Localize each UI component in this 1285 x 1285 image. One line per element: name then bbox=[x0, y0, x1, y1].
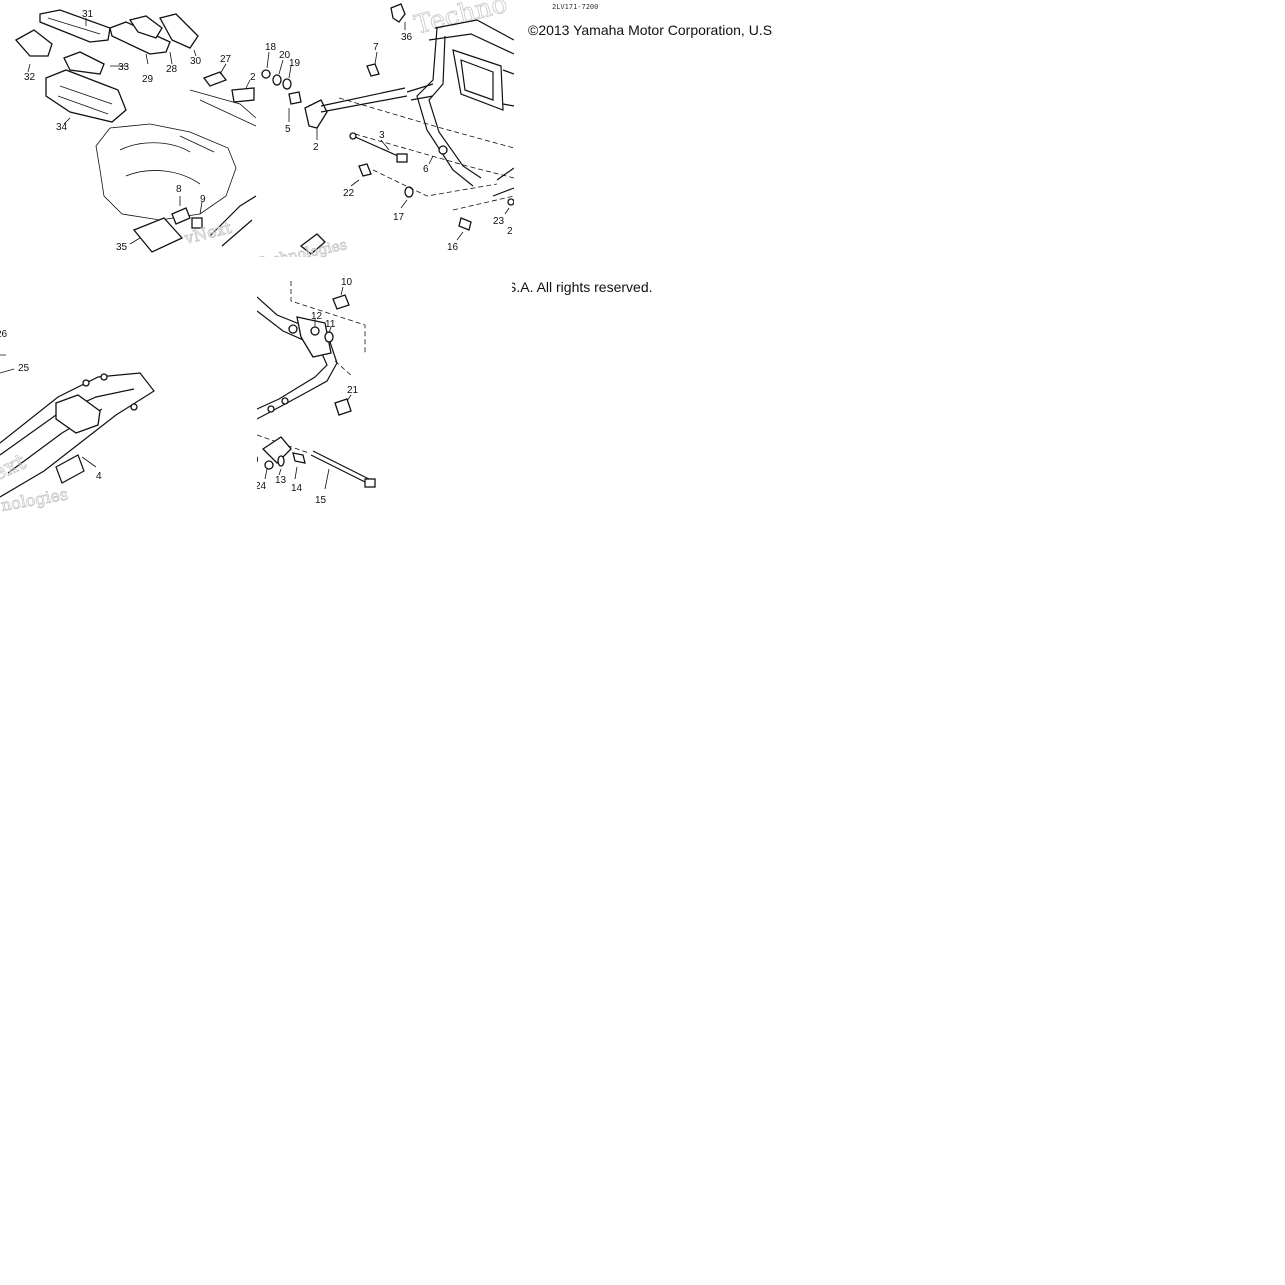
part-5-bolt bbox=[288, 91, 302, 105]
part-3-collar bbox=[396, 153, 408, 163]
callout-25: 25 bbox=[18, 363, 30, 374]
callout-30: 30 bbox=[190, 56, 202, 67]
main-frame bbox=[416, 19, 514, 187]
callout-35: 35 bbox=[116, 242, 128, 253]
part-13-washer bbox=[277, 455, 285, 467]
exploded-view-lower-middle: 10 12 11 21 9 24 13 14 15 bbox=[257, 277, 376, 506]
callout-24: 24 bbox=[257, 481, 267, 492]
callout-18: 18 bbox=[265, 42, 277, 53]
diagram-tile-lower-middle: 10 12 11 21 9 24 13 14 15 bbox=[257, 257, 514, 514]
callout-15: 15 bbox=[315, 495, 327, 506]
part-9-nut bbox=[191, 217, 203, 229]
watermark-vnext: vNext bbox=[181, 218, 234, 248]
part-21-bolt bbox=[334, 398, 352, 416]
callout-6: 6 bbox=[423, 164, 429, 175]
callout-12: 12 bbox=[311, 311, 323, 322]
rear-frame-crossmember bbox=[55, 394, 101, 434]
watermark-technologies: Technologies bbox=[257, 237, 348, 257]
part-15-head bbox=[364, 478, 376, 488]
callout-19: 19 bbox=[289, 58, 301, 69]
callout-2c: 2 bbox=[507, 226, 513, 237]
part-7-bolt bbox=[366, 63, 380, 77]
part-32-bracket bbox=[14, 29, 53, 57]
part-23-nut bbox=[507, 198, 514, 206]
diagram-tile-upper-middle: Techno Tech bbox=[257, 0, 514, 257]
callout-34: 34 bbox=[56, 122, 68, 133]
part-28-bracket bbox=[128, 15, 163, 39]
part-8-bolt bbox=[171, 207, 191, 225]
footrest-plate bbox=[261, 436, 292, 464]
callout-2b: 2 bbox=[313, 142, 319, 153]
callout-33: 33 bbox=[118, 62, 130, 73]
part-20-washer bbox=[272, 74, 282, 86]
part-12-nut bbox=[310, 326, 320, 336]
part-24-nut bbox=[264, 460, 274, 470]
callout-14: 14 bbox=[291, 483, 303, 494]
diagram-tile-lower-left: 26 25 4 ext nologies bbox=[0, 257, 257, 514]
part-29-plate bbox=[109, 21, 171, 55]
rear-frame bbox=[0, 372, 155, 498]
callout-23: 23 bbox=[493, 216, 505, 227]
watermark-ext: ext bbox=[0, 450, 30, 487]
part-27-plate bbox=[202, 71, 228, 87]
part-2-bracket bbox=[304, 99, 328, 129]
copyright-right-fragment: S.A. All rights reserved. bbox=[512, 279, 672, 295]
copyright-left-fragment: ©2013 Yamaha Motor Corporation, U.S bbox=[528, 22, 772, 38]
part-22-bolt bbox=[358, 163, 372, 177]
callout-13: 13 bbox=[275, 475, 287, 486]
part-35-pad bbox=[132, 217, 184, 253]
part-19-washer bbox=[282, 78, 292, 90]
part-6-nut bbox=[438, 145, 448, 155]
callout-7: 7 bbox=[373, 42, 379, 53]
callout-27: 27 bbox=[220, 54, 232, 65]
callout-28: 28 bbox=[166, 64, 178, 75]
diagram-tile-upper-left: 31 32 33 29 28 30 27 2 34 8 9 35 vNext bbox=[0, 0, 257, 257]
engine-outline bbox=[95, 123, 237, 221]
part-30-plate bbox=[159, 13, 199, 49]
part-2-bar bbox=[231, 87, 255, 103]
callout-9: 9 bbox=[200, 194, 206, 205]
callout-36: 36 bbox=[401, 32, 413, 43]
part-33-guard bbox=[63, 51, 105, 75]
part-10-bolt bbox=[332, 294, 350, 310]
part-2-arm bbox=[320, 87, 408, 113]
callout-21: 21 bbox=[347, 385, 359, 396]
callout-3: 3 bbox=[379, 130, 385, 141]
part-14-bolt bbox=[292, 452, 306, 464]
callout-11: 11 bbox=[325, 319, 336, 330]
callout-31: 31 bbox=[82, 9, 94, 20]
callout-2: 2 bbox=[250, 72, 256, 83]
part-code-label: 2LV171-7200 bbox=[552, 3, 599, 11]
exploded-view-upper-middle: Techno Tech bbox=[257, 0, 514, 257]
callout-29: 29 bbox=[142, 74, 154, 85]
frame-gusset bbox=[452, 49, 504, 111]
exploded-view-upper-left: 31 32 33 29 28 30 27 2 34 8 9 35 vNext bbox=[14, 9, 257, 253]
callout-9b: 9 bbox=[257, 455, 259, 466]
callout-17: 17 bbox=[393, 212, 405, 223]
callout-26: 26 bbox=[0, 329, 8, 340]
exploded-view-lower-left: 26 25 4 ext nologies bbox=[0, 329, 155, 514]
callout-8: 8 bbox=[176, 184, 182, 195]
part-17-nut bbox=[404, 186, 414, 198]
callout-20: 20 bbox=[279, 50, 291, 61]
footrest-bracket bbox=[257, 296, 338, 420]
part-16-bolt bbox=[458, 217, 472, 231]
watermark-techno: Techno bbox=[411, 0, 510, 41]
part-34-cover bbox=[45, 69, 127, 123]
callout-22: 22 bbox=[343, 188, 355, 199]
callout-10: 10 bbox=[341, 277, 353, 288]
copyright-right-text: S.A. All rights reserved. bbox=[512, 279, 653, 295]
part-36-clip bbox=[390, 3, 406, 23]
callout-16: 16 bbox=[447, 242, 459, 253]
part-11-washer bbox=[324, 331, 334, 343]
callout-5: 5 bbox=[285, 124, 291, 135]
callout-32: 32 bbox=[24, 72, 36, 83]
part-15-bolt bbox=[310, 450, 370, 484]
callout-4: 4 bbox=[96, 471, 102, 482]
watermark-nologies: nologies bbox=[0, 484, 69, 514]
part-18-nut bbox=[261, 69, 271, 79]
stand-bracket bbox=[299, 233, 326, 255]
